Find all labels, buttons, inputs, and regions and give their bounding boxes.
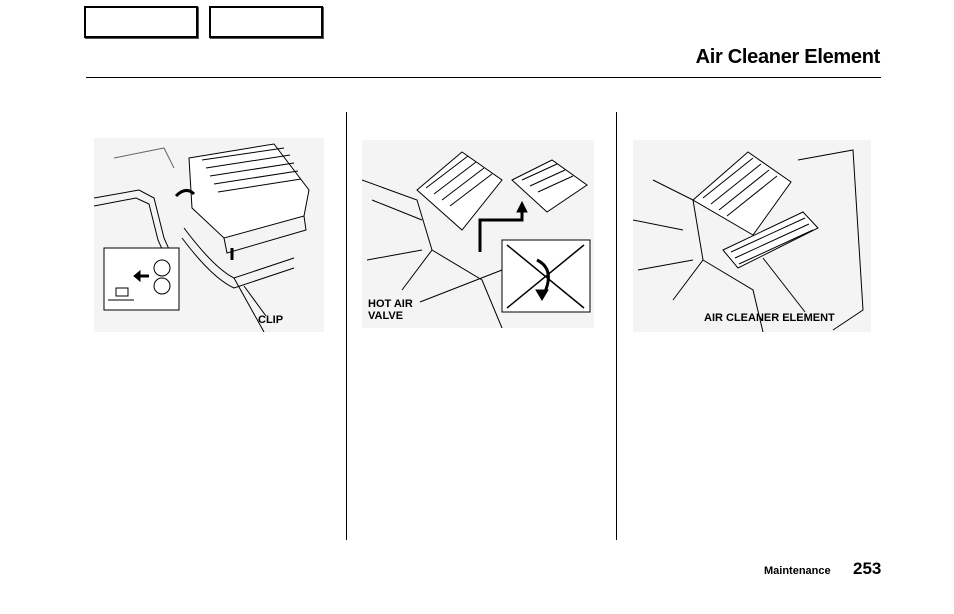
column-divider — [346, 112, 347, 540]
footer-section-name: Maintenance — [764, 565, 831, 577]
hot-air-valve-label-line2: VALVE — [368, 310, 404, 322]
page-title: Air Cleaner Element — [695, 46, 881, 68]
nav-button-1[interactable] — [84, 6, 198, 38]
header-rule — [86, 77, 881, 78]
nav-button-2[interactable] — [209, 6, 323, 38]
air-cleaner-element-label: AIR CLEANER ELEMENT — [704, 312, 835, 324]
clip-label: CLIP — [258, 314, 284, 326]
column-divider — [616, 112, 617, 540]
figure-hot-air-valve-illustration — [362, 140, 594, 328]
hot-air-valve-label: HOT AIR VALVE — [368, 298, 413, 322]
page-number: 253 — [853, 559, 882, 578]
hot-air-valve-label-line1: HOT AIR — [368, 298, 413, 310]
figure-clip-illustration — [94, 138, 324, 332]
figure-air-cleaner-element-illustration — [633, 140, 871, 332]
